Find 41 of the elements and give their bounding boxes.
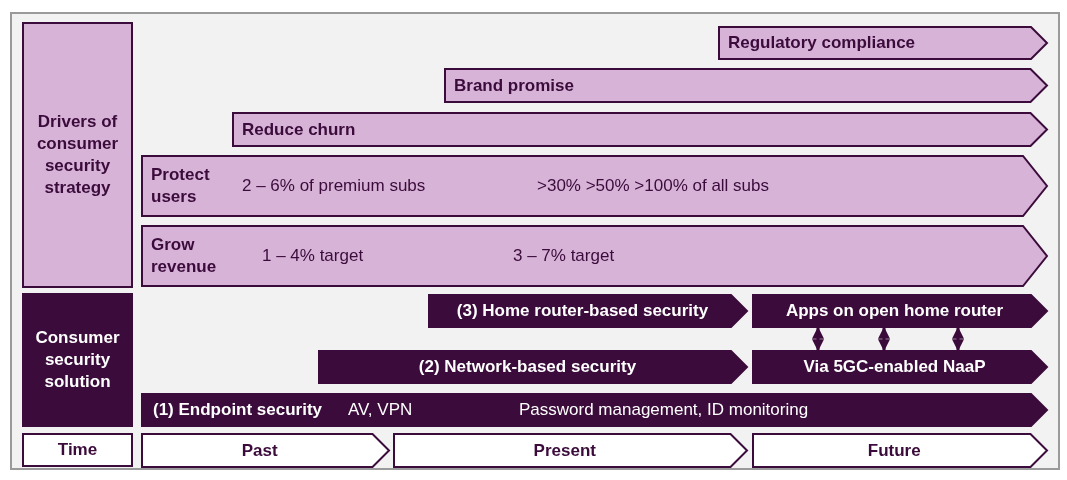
chevron-label: Past bbox=[241, 439, 278, 462]
double-arrow bbox=[812, 326, 824, 352]
chevron-label: Drivers of consumer security strategy bbox=[35, 111, 120, 199]
chevron-banner bbox=[141, 393, 1048, 427]
chevron-label: Brand promise bbox=[454, 74, 574, 97]
label-box bbox=[22, 22, 133, 288]
chevron-banner bbox=[232, 112, 1048, 147]
chevron-label: Time bbox=[57, 439, 98, 461]
chevron-label: Regulatory compliance bbox=[728, 32, 916, 54]
chevron-note: 2 – 6% of premium subs bbox=[242, 175, 426, 197]
chevron-label: (1) Endpoint security bbox=[153, 399, 323, 421]
chevron-label: Present bbox=[533, 439, 596, 462]
chevron-label: Grow revenue bbox=[151, 234, 218, 278]
chevron-label: Apps on open home router bbox=[785, 300, 1004, 322]
chevron-banner bbox=[141, 155, 1048, 217]
chevron-note: >30% >50% >100% of all subs bbox=[537, 175, 770, 197]
chevron-banner bbox=[444, 68, 1048, 103]
chevron-banner bbox=[752, 350, 1048, 384]
chevron-banner bbox=[752, 433, 1048, 468]
chevron-banner bbox=[393, 433, 748, 468]
chevron-note: Password management, ID monitoring bbox=[519, 399, 809, 421]
chevron-note: 3 – 7% target bbox=[513, 245, 615, 267]
chevron-label: (2) Network-based security bbox=[418, 356, 637, 378]
chevron-label: (3) Home router-based security bbox=[456, 300, 709, 322]
chevron-banner bbox=[141, 433, 390, 468]
chevron-banner bbox=[752, 294, 1048, 328]
chevron-label: Protect users bbox=[151, 164, 211, 208]
chevron-banner bbox=[718, 26, 1048, 60]
chevron-note: 1 – 4% target bbox=[262, 245, 364, 267]
chevron-note: AV, VPN bbox=[348, 399, 413, 421]
chevron-banner bbox=[428, 294, 748, 328]
chevron-label: Consumer security solution bbox=[34, 327, 121, 393]
chevron-banner bbox=[318, 350, 748, 384]
label-box bbox=[22, 433, 133, 467]
chevron-label: Reduce churn bbox=[242, 118, 356, 141]
label-box bbox=[22, 293, 133, 427]
double-arrow bbox=[878, 326, 890, 352]
double-arrow bbox=[952, 326, 964, 352]
chevron-label: Future bbox=[867, 439, 921, 462]
chevron-label: Via 5GC-enabled NaaP bbox=[803, 356, 986, 378]
chevron-banner bbox=[141, 225, 1048, 287]
